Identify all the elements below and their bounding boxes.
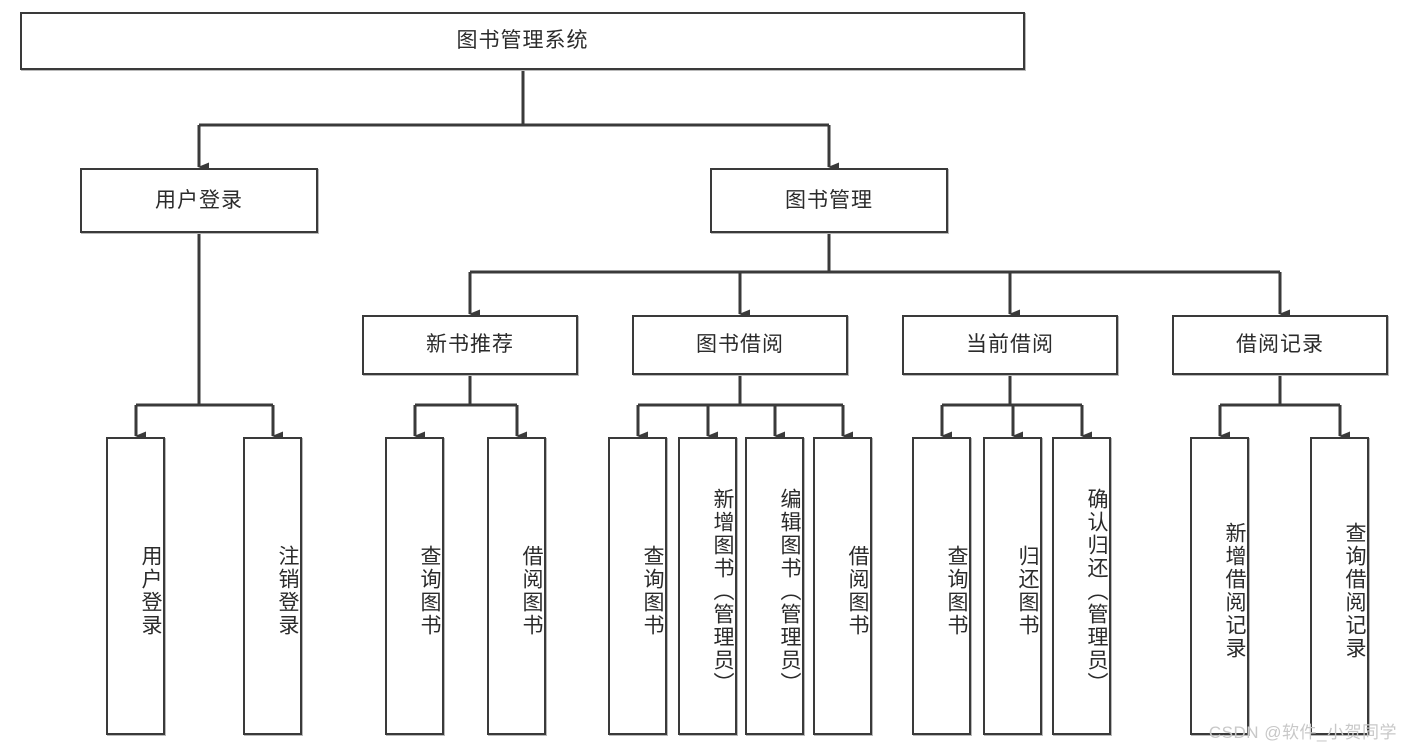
node-new-book-recommend[interactable]: 新书推荐 bbox=[362, 315, 578, 375]
node-leaf-records-add-record[interactable]: 新增借阅记录 bbox=[1190, 437, 1249, 735]
node-leaf-current-confirm-return-label: 确认归还（管理员） bbox=[1085, 487, 1108, 695]
node-leaf-current-query-book-label: 查询图书 bbox=[945, 545, 968, 637]
node-user-login-label: 用户登录 bbox=[155, 188, 243, 212]
node-root[interactable]: 图书管理系统 bbox=[20, 12, 1025, 70]
node-leaf-current-return-book-label: 归还图书 bbox=[1016, 545, 1039, 637]
node-leaf-borrow-edit-book[interactable]: 编辑图书（管理员） bbox=[745, 437, 804, 735]
node-leaf-user-logout-label: 注销登录 bbox=[276, 545, 299, 637]
node-book-borrow[interactable]: 图书借阅 bbox=[632, 315, 848, 375]
node-leaf-borrow-query-book-label: 查询图书 bbox=[641, 545, 664, 637]
node-leaf-current-confirm-return[interactable]: 确认归还（管理员） bbox=[1052, 437, 1111, 735]
node-leaf-records-add-record-label: 新增借阅记录 bbox=[1223, 522, 1246, 660]
node-book-borrow-label: 图书借阅 bbox=[696, 333, 784, 357]
node-borrow-records-label: 借阅记录 bbox=[1236, 333, 1324, 357]
node-leaf-records-query-record[interactable]: 查询借阅记录 bbox=[1310, 437, 1369, 735]
node-leaf-current-return-book[interactable]: 归还图书 bbox=[983, 437, 1042, 735]
node-leaf-user-login[interactable]: 用户登录 bbox=[106, 437, 165, 735]
node-book-management-label: 图书管理 bbox=[785, 188, 873, 212]
node-leaf-recommend-borrow-book[interactable]: 借阅图书 bbox=[487, 437, 546, 735]
node-leaf-current-query-book[interactable]: 查询图书 bbox=[912, 437, 971, 735]
node-leaf-user-login-label: 用户登录 bbox=[139, 545, 162, 637]
node-new-book-recommend-label: 新书推荐 bbox=[426, 333, 514, 357]
node-leaf-borrow-add-book[interactable]: 新增图书（管理员） bbox=[678, 437, 737, 735]
node-leaf-records-query-record-label: 查询借阅记录 bbox=[1343, 522, 1366, 660]
node-borrow-records[interactable]: 借阅记录 bbox=[1172, 315, 1388, 375]
watermark: CSDN @软件_小贺同学 bbox=[1208, 723, 1397, 742]
node-leaf-borrow-add-book-label: 新增图书（管理员） bbox=[711, 487, 734, 695]
node-leaf-user-logout[interactable]: 注销登录 bbox=[243, 437, 302, 735]
node-leaf-borrow-query-book[interactable]: 查询图书 bbox=[608, 437, 667, 735]
node-current-borrow[interactable]: 当前借阅 bbox=[902, 315, 1118, 375]
node-leaf-borrow-borrow-book-label: 借阅图书 bbox=[846, 545, 869, 637]
node-leaf-recommend-query-book[interactable]: 查询图书 bbox=[385, 437, 444, 735]
node-book-management[interactable]: 图书管理 bbox=[710, 168, 948, 233]
node-user-login[interactable]: 用户登录 bbox=[80, 168, 318, 233]
node-leaf-recommend-borrow-book-label: 借阅图书 bbox=[520, 545, 543, 637]
node-leaf-borrow-borrow-book[interactable]: 借阅图书 bbox=[813, 437, 872, 735]
node-leaf-borrow-edit-book-label: 编辑图书（管理员） bbox=[778, 487, 801, 695]
node-current-borrow-label: 当前借阅 bbox=[966, 333, 1054, 357]
node-root-label: 图书管理系统 bbox=[456, 29, 589, 53]
node-leaf-recommend-query-book-label: 查询图书 bbox=[418, 545, 441, 637]
